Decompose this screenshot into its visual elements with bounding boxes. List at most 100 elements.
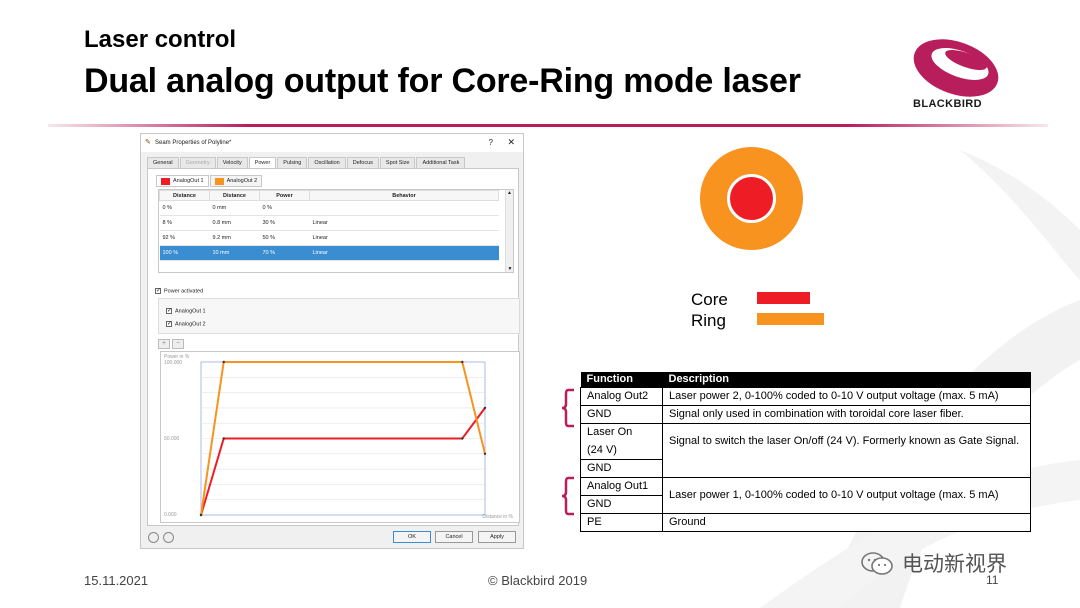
table-cell[interactable]: 30 % [259, 215, 310, 231]
apply-button[interactable]: Apply [478, 531, 516, 543]
table-scrollbar[interactable]: ▲ ▼ [505, 190, 513, 272]
data-point[interactable] [483, 406, 487, 410]
series-line-analogout-1 [200, 407, 486, 516]
watermark-text: 电动新视界 [902, 553, 1007, 576]
data-point[interactable] [199, 513, 203, 517]
legend-core-swatch [757, 292, 810, 304]
tab-power[interactable]: Power [248, 157, 277, 169]
export-icon[interactable] [163, 532, 174, 543]
analog-outputs-group: ✓AnalogOut 1 ✓AnalogOut 2 [158, 298, 520, 334]
tab-geometry: Geometry [179, 157, 216, 168]
tab-velocity[interactable]: Velocity [216, 157, 248, 168]
scroll-up-icon[interactable]: ▲ [507, 190, 512, 196]
function-cell: Laser On [580, 422, 663, 441]
bracket-top-icon [561, 388, 574, 428]
power-activated-checkbox[interactable]: ✓Power activated [155, 288, 203, 294]
description-cell: Laser power 2, 0-100% coded to 0-10 V ou… [662, 386, 1031, 406]
power-profile-chart: Power in % 100.000 50.000 0.000 Distance… [160, 351, 520, 523]
table-row: Analog Out1 Laser power 1, 0-100% coded … [580, 476, 1031, 514]
table-cell[interactable]: Linear [309, 215, 499, 231]
description-cell: Signal only used in combination with tor… [662, 404, 1031, 424]
subtab-analogout-2[interactable]: AnalogOut 2 [209, 175, 263, 187]
analogout-2-checkbox[interactable]: ✓AnalogOut 2 [166, 321, 206, 327]
checkbox-checked-icon[interactable]: ✓ [166, 308, 173, 314]
tab-spot-size[interactable]: Spot Size [379, 157, 416, 168]
table-cell[interactable] [309, 200, 499, 216]
table-cell[interactable]: 8 % [159, 215, 210, 231]
zoom-in-button[interactable]: + [158, 339, 170, 349]
table-row: Laser On Signal to switch the laser On/o… [580, 422, 1031, 459]
table-row: PE Ground [580, 512, 1031, 532]
chart-plot-area[interactable] [161, 352, 521, 524]
column-header[interactable]: Distance [209, 190, 260, 201]
analogout-1-checkbox[interactable]: ✓AnalogOut 1 [166, 308, 206, 314]
ok-button[interactable]: OK [393, 531, 431, 543]
y-tick-label: 50.000 [164, 436, 180, 442]
table-cell[interactable]: Linear [309, 230, 499, 246]
tab-defocus[interactable]: Defocus [346, 157, 379, 168]
table-cell[interactable]: 9.2 mm [209, 230, 260, 246]
data-point[interactable] [461, 437, 464, 440]
tab-pulsing[interactable]: Pulsing [277, 157, 308, 168]
table-row[interactable]: 8 % 0.8 mm 30 % Linear [159, 215, 499, 231]
slide-title: Dual analog output for Core-Ring mode la… [84, 62, 801, 100]
chart-y-axis-label: Power in % [164, 354, 190, 360]
table-row[interactable]: 0 % 0 mm 0 % [159, 200, 499, 216]
table-cell[interactable]: 50 % [259, 230, 310, 246]
table-row: GND Signal only used in combination with… [580, 404, 1031, 424]
table-cell[interactable]: 10 mm [209, 245, 260, 261]
tab-oscillation[interactable]: Oscillation [308, 157, 346, 168]
red-swatch-icon [161, 177, 170, 185]
table-cell[interactable]: 92 % [159, 230, 210, 246]
tab-additional-task[interactable]: Additional Task [416, 157, 466, 168]
data-point[interactable] [222, 437, 225, 440]
data-point[interactable] [483, 452, 487, 455]
function-cell: (24 V) [580, 441, 663, 460]
cancel-button[interactable]: Cancel [435, 531, 473, 543]
column-header[interactable]: Power [259, 190, 310, 201]
scroll-down-icon[interactable]: ▼ [507, 266, 513, 272]
y-tick-label: 0.000 [164, 512, 177, 518]
column-header[interactable]: Distance [159, 190, 210, 201]
close-icon[interactable]: ✕ [507, 137, 515, 147]
table-row[interactable]: 92 % 9.2 mm 50 % Linear [159, 230, 499, 246]
table-cell[interactable]: Linear [309, 245, 499, 261]
description-cell: Laser power 1, 0-100% coded to 0-10 V ou… [662, 476, 1031, 514]
data-point[interactable] [222, 360, 225, 364]
table-cell[interactable]: 100 % [159, 245, 210, 261]
subtab-analogout-1[interactable]: AnalogOut 1 [156, 175, 209, 187]
table-row: GND [580, 494, 1031, 514]
column-header: Function [580, 372, 663, 387]
table-cell[interactable]: 0.8 mm [209, 215, 260, 231]
zoom-out-button[interactable]: − [172, 339, 184, 349]
legend-ring-label: Ring [691, 311, 726, 330]
function-cell: GND [580, 494, 663, 514]
function-table: Function Description Analog Out2 Laser p… [580, 372, 1031, 532]
table-cell[interactable]: 70 % [259, 245, 310, 261]
data-point[interactable] [461, 360, 464, 364]
subtab-label: AnalogOut 2 [226, 178, 258, 184]
power-tab-panel: AnalogOut 1 AnalogOut 2 Distance Distanc… [147, 168, 520, 526]
column-header[interactable]: Behavior [309, 190, 499, 201]
import-icon[interactable] [148, 532, 159, 543]
page-number: 11 [986, 573, 999, 587]
table-cell[interactable]: 0 mm [209, 200, 260, 216]
function-cell: PE [580, 512, 663, 532]
table-cell[interactable]: 0 % [159, 200, 210, 216]
bracket-bottom-icon [561, 476, 574, 516]
subtab-label: AnalogOut 1 [173, 178, 204, 184]
blackbird-logo-icon [913, 39, 999, 97]
table-row-selected[interactable]: 100 % 10 mm 70 % Linear [159, 245, 499, 261]
function-cell: Analog Out1 [580, 476, 663, 496]
app-icon: ✎ [145, 139, 151, 146]
table-row: Analog Out2 Laser power 2, 0-100% coded … [580, 386, 1031, 406]
tab-general[interactable]: General [147, 157, 179, 168]
legend-core-label: Core [691, 290, 728, 309]
table-cell[interactable]: 0 % [259, 200, 310, 216]
dialog-footer: OK Cancel Apply [141, 528, 525, 548]
analog-out-subtabs: AnalogOut 1 AnalogOut 2 [156, 175, 263, 187]
checkbox-checked-icon[interactable]: ✓ [155, 288, 162, 294]
dialog-titlebar: ✎ Seam Properties of Polyline* ? ✕ [141, 134, 523, 152]
checkbox-checked-icon[interactable]: ✓ [166, 321, 173, 327]
help-icon[interactable]: ? [488, 138, 493, 147]
